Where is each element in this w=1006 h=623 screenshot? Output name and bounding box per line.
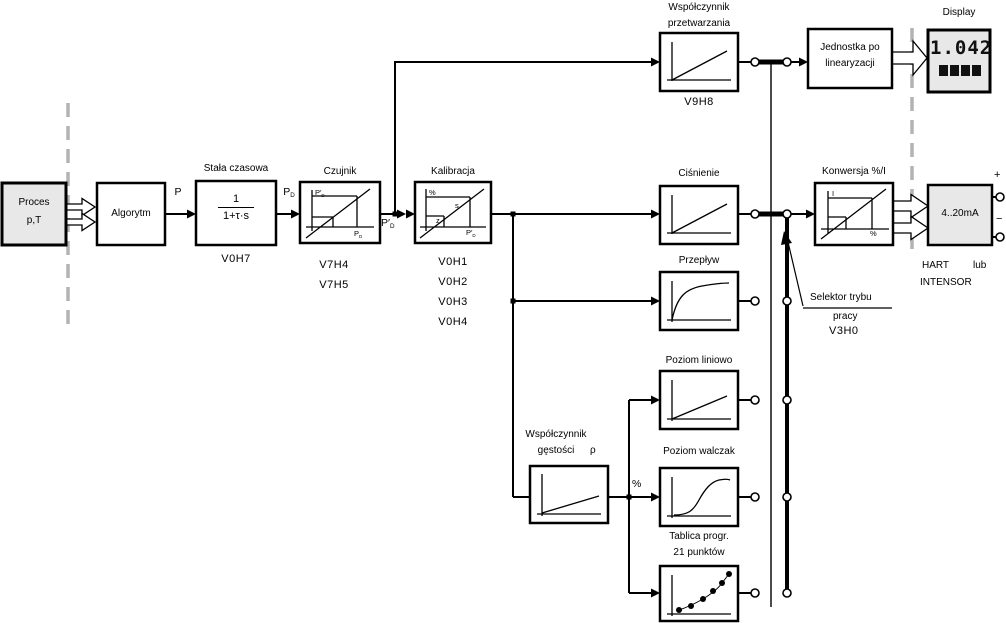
unit-box	[806, 27, 894, 90]
selector-code: V3H0	[829, 325, 859, 337]
unit-label-line1: Jednostka po	[820, 42, 880, 53]
conversion-graph-xlabel: %	[870, 229, 877, 238]
table-title-line2: 21 punktów	[673, 547, 725, 558]
pressure-title: Ciśnienie	[678, 168, 720, 179]
density-rho-symbol: ρ	[590, 445, 596, 456]
selector-contacts	[750, 57, 792, 598]
time-constant-box	[194, 179, 278, 247]
selector-label-line2: pracy	[833, 311, 858, 322]
time-constant-title: Stała czasowa	[203, 163, 269, 174]
mini-graphs	[305, 42, 889, 616]
selector-leader	[781, 231, 892, 309]
scaling-code: V9H8	[684, 96, 714, 108]
time-constant-code: V0H7	[221, 253, 251, 265]
bar-segment	[961, 65, 970, 76]
signal-ppd-label: P′D	[381, 217, 395, 230]
output-terminals	[992, 192, 1005, 242]
current-output-label: 4..20mA	[941, 208, 979, 219]
arrowheads	[187, 57, 815, 598]
process-label-line2: p,T	[26, 215, 42, 226]
current-output-box	[926, 183, 994, 247]
bar-segment	[939, 65, 948, 76]
display-arrow	[891, 39, 928, 77]
selector-label-line1: Selektor trybu	[810, 292, 872, 303]
bar-segment	[972, 65, 981, 76]
algorithm-box	[95, 181, 167, 247]
protocol-intensor-label: INTENSOR	[920, 277, 972, 288]
density-percent-label: %	[632, 478, 642, 490]
pressure-box	[658, 184, 740, 246]
display-title: Display	[942, 7, 976, 18]
calibration-code-3: V0H3	[438, 296, 468, 308]
level-cylinder-title: Poziom walczak	[663, 446, 735, 457]
algorithm-label: Algorytm	[111, 208, 151, 219]
process-box	[0, 181, 68, 247]
bar-segment	[950, 65, 959, 76]
sensor-graph-ylabel: P′D	[315, 188, 325, 199]
terminal-minus-label: −	[996, 213, 1003, 225]
fraction-bar	[218, 207, 254, 210]
display-box	[926, 28, 992, 94]
calibration-code-2: V0H2	[438, 276, 468, 288]
current-output-arrow	[892, 193, 930, 241]
protocol-hart-label: HART	[922, 260, 950, 271]
calibration-graph-xlabel: P′D	[466, 228, 476, 239]
scaling-title-line1: Współczynnik	[668, 2, 730, 13]
unit-label-line2: linearyzacji	[825, 58, 875, 69]
conversion-graph-ylabel: I	[832, 189, 835, 198]
calibration-code-4: V0H4	[438, 316, 468, 328]
display-value: 1.042	[930, 37, 993, 59]
density-title-line1: Współczynnik	[525, 429, 587, 440]
formula-numerator: 1	[232, 193, 240, 205]
process-arrow-in	[65, 197, 97, 232]
sensor-graph-xlabel: PD	[354, 229, 363, 240]
sensor-code-1: V7H4	[319, 259, 349, 271]
scaling-box	[658, 31, 740, 93]
display-bargraph	[939, 65, 983, 76]
table-box	[658, 564, 740, 623]
calibration-code-1: V0H1	[438, 256, 468, 268]
terminal-plus-label: +	[994, 169, 1001, 181]
scaling-title-line2: przetwarzania	[667, 18, 731, 29]
calibration-span-label: s	[455, 201, 459, 210]
process-label-line1: Proces	[18, 197, 50, 208]
protocol-or-label: lub	[973, 260, 987, 271]
flow-title: Przepływ	[678, 255, 720, 266]
formula-denominator: 1+τ·s	[222, 210, 250, 222]
table-title-line1: Tablica progr.	[669, 531, 729, 542]
sensor-code-2: V7H5	[319, 279, 349, 291]
selector-bus	[758, 59, 789, 590]
signal-pd-label: PD	[283, 186, 295, 199]
conversion-title: Konwersja %/I	[822, 166, 886, 177]
calibration-graph-ylabel: %	[429, 188, 436, 197]
density-title-line2: gęstości	[537, 445, 575, 456]
table-points	[676, 571, 732, 613]
time-constant-formula: 1 1+τ·s	[206, 193, 266, 222]
level-linear-title: Poziom liniowo	[665, 355, 733, 366]
calibration-title: Kalibracja	[431, 166, 475, 177]
sensor-title: Czujnik	[323, 166, 357, 177]
calibration-zero-label: z	[436, 216, 440, 225]
signal-p-label: P	[174, 186, 182, 198]
